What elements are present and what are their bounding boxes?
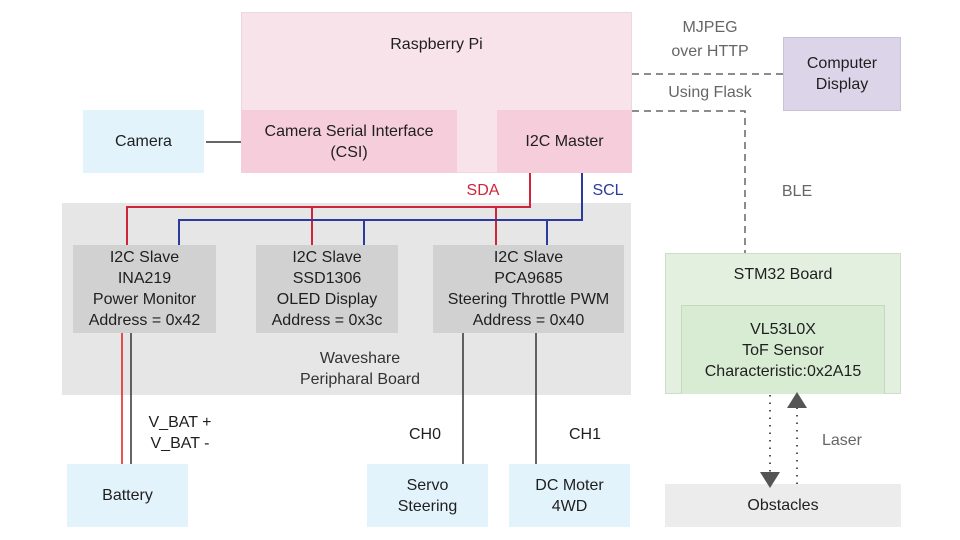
computer-display-box: Computer Display [783,37,901,111]
ble-dashed-line [632,110,746,253]
sensor-line3: Characteristic:0x2A15 [704,362,862,380]
obstacles-label: Obstacles [747,497,819,514]
flask-label: Using Flask [668,84,752,101]
peripheral-board-label: Waveshare Peripharal Board [260,348,460,390]
servo-label-line1: Servo [406,476,449,494]
stream-label-line1: MJPEG [682,19,738,36]
slave-line: Power Monitor [92,291,197,308]
slave-line: INA219 [117,270,172,287]
dc-motor-label-line2: 4WD [551,497,588,515]
battery-wire-labels: V_BAT + V_BAT - [140,412,220,454]
slave-line: I2C Slave [292,249,362,266]
vbat-plus-label: V_BAT + [148,414,212,431]
computer-display-line2: Display [815,76,869,93]
ina219-slave-box: I2C Slave INA219 Power Monitor Address =… [73,245,216,333]
ble-label: BLE [781,183,813,200]
servo-steering-box: Servo Steering [367,464,488,527]
laser-label: Laser [821,432,863,449]
slave-line: PCA9685 [494,270,563,287]
csi-label-line1: Camera Serial Interface [264,122,434,140]
peripheral-board-label-line1: Waveshare [319,350,401,367]
stream-label-line2: over HTTP [671,43,749,60]
stream-protocol-label: MJPEG over HTTP [640,17,780,62]
camera-box: Camera [83,110,204,173]
servo-label-line2: Steering [397,497,458,515]
slave-line: Address = 0x3c [271,312,383,329]
ssd1306-slave-box: I2C Slave SSD1306 OLED Display Address =… [256,245,398,333]
battery-label: Battery [102,487,153,504]
obstacles-box: Obstacles [665,484,901,527]
raspberry-pi-title: Raspberry Pi [390,36,483,53]
camera-label: Camera [115,133,172,150]
sda-label: SDA [466,182,500,199]
peripheral-board-label-line2: Peripharal Board [299,371,421,388]
sensor-line1: VL53L0X [750,320,816,338]
vl53l0x-sensor-box: VL53L0X ToF Sensor Characteristic:0x2A15 [681,305,885,394]
sensor-line2: ToF Sensor [742,341,824,359]
slave-line: I2C Slave [493,249,564,266]
pca9685-slave-box: I2C Slave PCA9685 Steering Throttle PWM … [433,245,624,333]
ch1-label: CH1 [568,426,601,443]
slave-line: SSD1306 [292,270,362,287]
i2c-master-box: I2C Master [497,110,632,173]
computer-display-line1: Computer [806,55,878,72]
slave-line: Address = 0x42 [88,312,201,329]
vbat-minus-label: V_BAT - [150,435,210,452]
csi-box: Camera Serial Interface (CSI) [241,110,457,173]
slave-line: I2C Slave [109,249,180,266]
dc-motor-box: DC Moter 4WD [509,464,630,527]
ch0-label: CH0 [408,426,441,443]
stm32-title: STM32 Board [733,266,833,283]
slave-line: OLED Display [276,291,378,308]
csi-label-line2: (CSI) [330,143,368,161]
slave-line: Address = 0x40 [472,312,585,329]
scl-label: SCL [592,182,624,199]
dc-motor-label-line1: DC Moter [535,476,604,494]
battery-box: Battery [67,464,188,527]
slave-line: Steering Throttle PWM [447,291,610,308]
i2c-master-label: I2C Master [525,133,604,150]
